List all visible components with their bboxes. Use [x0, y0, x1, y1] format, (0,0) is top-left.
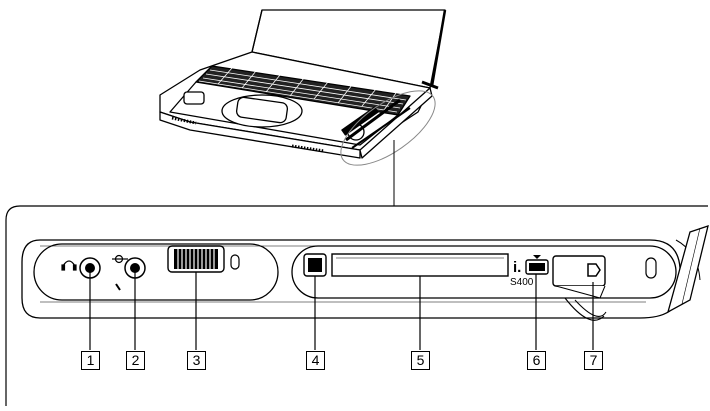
laptop-side-edge: [359, 87, 433, 159]
headphones-icon: [61, 260, 77, 271]
microphone-icon: [112, 254, 128, 291]
laptop-illustration: [159, 9, 447, 166]
callout-6: 6: [527, 351, 546, 370]
pc-card-eject-button[interactable]: [303, 253, 327, 277]
audio-group: [33, 243, 279, 301]
modem-icon: [587, 263, 601, 277]
laptop-badge: [183, 91, 205, 105]
ilink-mark: i.: [513, 259, 521, 276]
detail-frame: [5, 205, 708, 221]
ilink-icon: i.: [513, 259, 521, 276]
ilink-speed-label: S400: [510, 277, 534, 288]
callout-5: 5: [411, 351, 430, 370]
pc-card-slot[interactable]: [331, 253, 509, 277]
side-highlight: [340, 90, 436, 166]
side-panel: [21, 239, 701, 319]
modem-port[interactable]: [552, 255, 607, 321]
audio-led: [230, 254, 240, 270]
callout-leaders: [89, 272, 594, 350]
lid-edge: [666, 225, 709, 314]
headphones-jack[interactable]: [79, 257, 101, 279]
right-led: [645, 257, 657, 279]
callout-3: 3: [187, 351, 206, 370]
callout-7: 7: [584, 351, 603, 370]
callout-4: 4: [306, 351, 325, 370]
callout-2: 2: [126, 351, 145, 370]
ilink-s400-port[interactable]: [525, 255, 549, 275]
callout-1: 1: [81, 351, 100, 370]
card-group: [291, 245, 677, 299]
jog-dial[interactable]: [167, 245, 225, 273]
